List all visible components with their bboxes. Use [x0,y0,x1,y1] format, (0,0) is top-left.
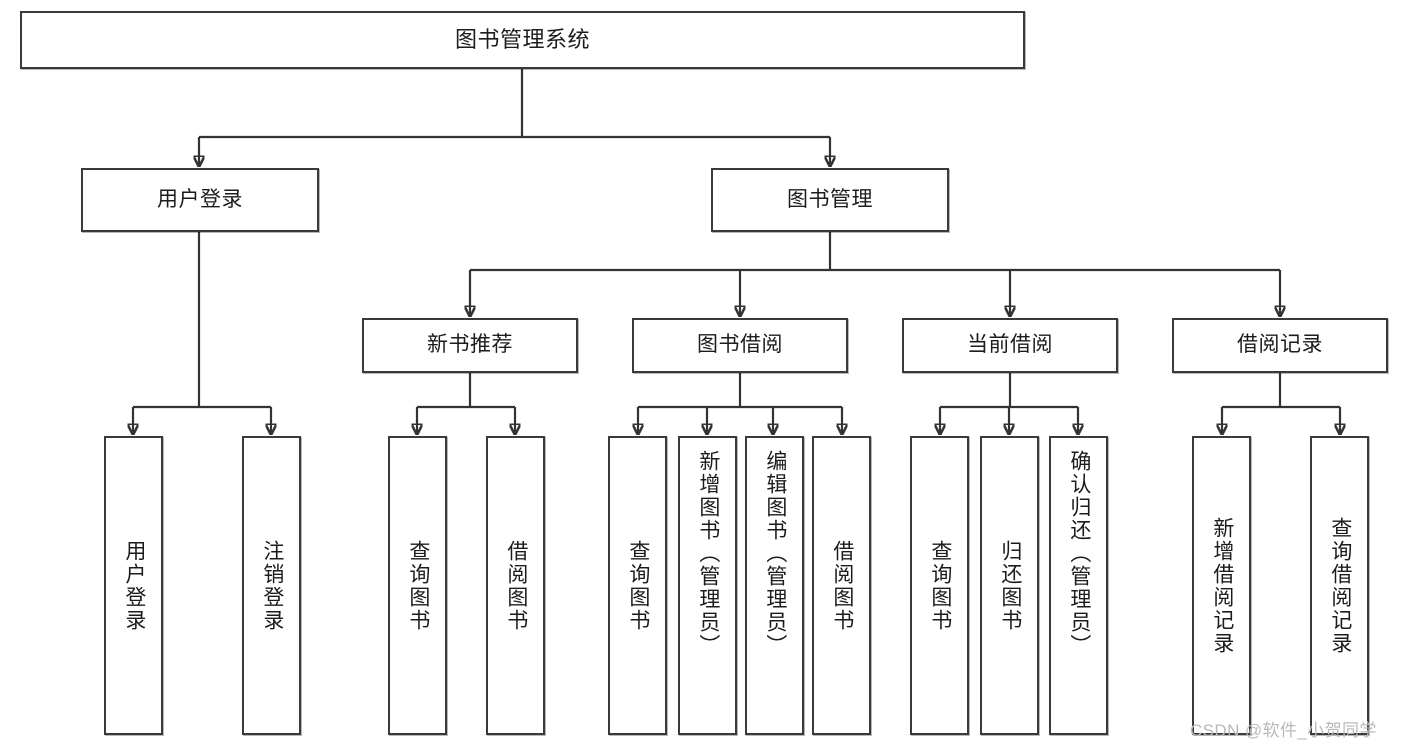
node-label: 借阅图书 [830,539,854,632]
node-new-book-recommend[interactable]: 新书推荐 [362,318,578,373]
node-label: 用户登录 [122,539,146,632]
node-leaf-confirm-return-admin[interactable]: 确认归还（管理员） [1049,436,1108,735]
node-label: 新增图书（管理员） [696,450,720,657]
node-label: 图书管理 [787,187,873,211]
node-book-management[interactable]: 图书管理 [711,168,949,232]
node-label: 借阅图书 [504,539,528,632]
csdn-watermark: CSDN @软件_小贺同学 [1190,721,1377,740]
node-leaf-borrow-book[interactable]: 借阅图书 [812,436,871,735]
node-label: 当前借阅 [967,333,1053,357]
node-book-borrow[interactable]: 图书借阅 [632,318,848,373]
node-label: 查询借阅记录 [1328,516,1352,655]
node-leaf-query-book[interactable]: 查询图书 [608,436,667,735]
node-user-login[interactable]: 用户登录 [81,168,319,232]
node-label: 图书管理系统 [454,27,590,53]
node-label: 查询图书 [626,539,650,632]
node-leaf-return-book[interactable]: 归还图书 [980,436,1039,735]
node-label: 用户登录 [157,187,243,211]
node-label: 注销登录 [260,539,284,632]
node-borrow-records[interactable]: 借阅记录 [1172,318,1388,373]
node-label: 借阅记录 [1237,333,1323,357]
node-leaf-add-borrow-record[interactable]: 新增借阅记录 [1192,436,1251,735]
node-leaf-query-book-current[interactable]: 查询图书 [910,436,969,735]
node-current-borrow[interactable]: 当前借阅 [902,318,1118,373]
node-leaf-user-login[interactable]: 用户登录 [104,436,163,735]
node-leaf-logout[interactable]: 注销登录 [242,436,301,735]
node-label: 查询图书 [928,539,952,632]
node-label: 归还图书 [998,539,1022,632]
node-label: 确认归还（管理员） [1067,450,1091,657]
node-leaf-add-book-admin[interactable]: 新增图书（管理员） [678,436,737,735]
node-root-book-management-system[interactable]: 图书管理系统 [20,11,1025,69]
node-label: 编辑图书（管理员） [763,450,787,657]
node-leaf-query-book-recommend[interactable]: 查询图书 [388,436,447,735]
node-label: 新书推荐 [427,333,513,357]
node-label: 查询图书 [406,539,430,632]
node-label: 图书借阅 [697,333,783,357]
node-leaf-query-borrow-record[interactable]: 查询借阅记录 [1310,436,1369,735]
node-label: 新增借阅记录 [1210,516,1234,655]
node-leaf-edit-book-admin[interactable]: 编辑图书（管理员） [745,436,804,735]
node-leaf-borrow-book-recommend[interactable]: 借阅图书 [486,436,545,735]
